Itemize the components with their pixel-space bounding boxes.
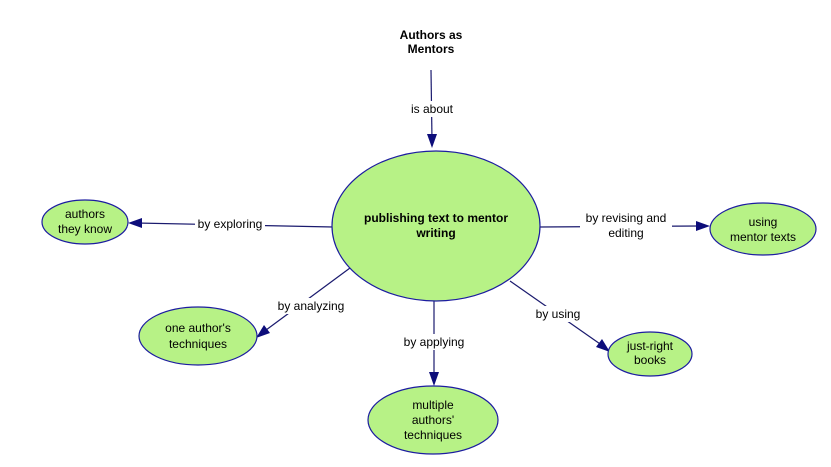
arrowhead-one-author — [256, 325, 270, 338]
node-one-author-techniques: one author's techniques — [138, 306, 258, 366]
node-multiple-authors-line2: authors' — [412, 413, 454, 427]
node-authors-they-know-line1: authors — [65, 207, 105, 221]
node-multiple-authors-techniques: multiple authors' techniques — [367, 385, 499, 455]
node-multiple-authors-line3: techniques — [404, 428, 462, 442]
node-multiple-authors-line1: multiple — [412, 398, 454, 412]
node-just-right-books: just-right books — [607, 331, 693, 377]
nodes: Authors as Mentors publishing text to me… — [41, 28, 817, 455]
link-by-using-text: by using — [536, 307, 581, 321]
link-by-using: by using — [532, 306, 584, 322]
link-is-about-text: is about — [411, 102, 454, 116]
link-is-about: is about — [404, 101, 460, 117]
node-using-mentor-texts-line2: mentor texts — [730, 230, 796, 244]
link-by-analyzing: by analyzing — [274, 298, 348, 314]
node-using-mentor-texts-line1: using — [749, 215, 778, 229]
arrowhead-just-right — [596, 339, 610, 352]
link-by-applying: by applying — [400, 334, 468, 350]
node-just-right-line1: just-right — [626, 339, 674, 353]
link-by-exploring-text: by exploring — [198, 217, 263, 231]
arrowhead-mentor-texts — [696, 221, 710, 231]
arrowhead-center-top — [427, 134, 437, 148]
link-labels: is about by exploring by revising and ed… — [195, 101, 672, 350]
node-authors-they-know-line2: they know — [58, 222, 112, 236]
link-by-applying-text: by applying — [404, 335, 465, 349]
node-authors-as-mentors-line2: Mentors — [408, 42, 455, 56]
node-authors-as-mentors: Authors as Mentors — [400, 28, 463, 56]
arrowhead-authors-they-know — [128, 218, 142, 228]
link-by-analyzing-text: by analyzing — [278, 299, 345, 313]
link-by-revising: by revising and editing — [580, 210, 672, 240]
node-authors-they-know: authors they know — [41, 199, 129, 245]
node-publishing-text-line2: writing — [415, 226, 455, 240]
link-by-revising-text-line2: editing — [608, 226, 643, 240]
node-publishing-text-line1: publishing text to mentor — [364, 211, 508, 225]
link-by-revising-text-line1: by revising and — [586, 211, 667, 225]
node-one-author-line2: techniques — [169, 337, 227, 351]
node-authors-as-mentors-line1: Authors as — [400, 28, 463, 42]
node-using-mentor-texts: using mentor texts — [709, 202, 817, 256]
node-just-right-line2: books — [634, 353, 666, 367]
node-one-author-line1: one author's — [165, 321, 231, 335]
arrowhead-multiple-authors — [429, 372, 439, 386]
node-publishing-text: publishing text to mentor writing — [331, 150, 541, 302]
link-by-exploring: by exploring — [195, 216, 265, 232]
